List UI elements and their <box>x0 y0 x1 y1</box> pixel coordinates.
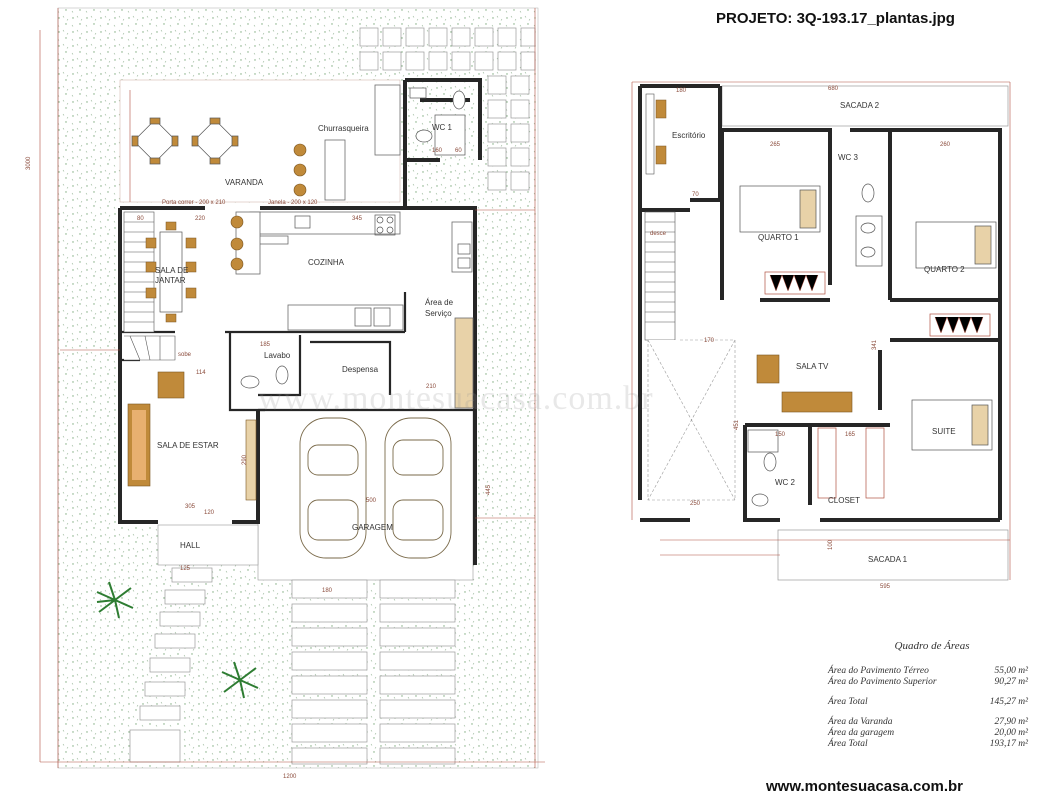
label-despensa: Despensa <box>342 365 379 374</box>
label-wc1: WC 1 <box>432 123 453 132</box>
project-title: PROJETO: 3Q-193.17_plantas.jpg <box>716 10 955 27</box>
varanda-tables <box>131 117 239 165</box>
dim-3000: 3000 <box>26 156 32 170</box>
dim-451: 451 <box>734 419 740 430</box>
dim-120: 120 <box>204 510 215 516</box>
dim-445: 445 <box>486 484 492 495</box>
label-closet: CLOSET <box>828 496 860 505</box>
area-value: 145,27 m² <box>989 697 1028 707</box>
label-area-servico-1: Área de <box>425 298 454 307</box>
area-value: 90,27 m² <box>994 677 1028 687</box>
areas-row: Área Total 193,17 m² <box>828 739 1028 750</box>
upper-stairs <box>644 211 736 501</box>
dim-100: 100 <box>828 539 834 550</box>
areas-table-title: Quadro de Áreas <box>894 640 970 652</box>
upper-floor-plan: SACADA 2 Escritório WC 3 QUARTO 1 QUARTO… <box>631 81 1011 590</box>
dim-170: 170 <box>704 338 715 344</box>
label-sala-tv: SALA TV <box>796 362 829 371</box>
label-wc2: WC 2 <box>775 478 796 487</box>
footer-site-url[interactable]: www.montesuacasa.com.br <box>766 778 964 795</box>
upper-walls <box>638 84 1002 522</box>
label-varanda: VARANDA <box>225 178 264 187</box>
dim-70: 70 <box>692 192 699 198</box>
areas-table: Quadro de Áreas Área do Pavimento Térreo… <box>828 640 1028 750</box>
areas-row: Área da Varanda 27,90 m² <box>828 717 1028 728</box>
area-label: Área Total <box>828 739 868 749</box>
label-hall: HALL <box>180 541 201 550</box>
dim-180-upper: 180 <box>676 88 687 94</box>
label-cozinha: COZINHA <box>308 258 345 267</box>
pavers-top <box>359 27 536 191</box>
dim-500: 500 <box>366 498 377 504</box>
dim-80: 80 <box>137 216 144 222</box>
area-label: Área do Pavimento Térreo <box>828 666 929 676</box>
watermark: www.montesuacasa.com.br <box>258 380 654 417</box>
ground-stairs <box>123 211 176 361</box>
areas-row: Área Total 145,27 m² <box>828 697 1028 708</box>
area-label: Área do Pavimento Superior <box>828 677 937 687</box>
label-area-servico-2: Serviço <box>425 309 452 318</box>
area-value: 55,00 m² <box>994 666 1028 676</box>
area-value: 20,00 m² <box>994 728 1028 738</box>
dim-595: 595 <box>880 584 891 590</box>
beds <box>739 185 997 451</box>
label-churrasqueira: Churrasqueira <box>318 124 369 133</box>
garage-cars <box>299 417 452 559</box>
label-quarto2: QUARTO 2 <box>924 265 965 274</box>
label-desce: desce <box>650 231 667 237</box>
label-garagem: GARAGEM <box>352 523 393 532</box>
dim-290: 290 <box>242 454 248 465</box>
areas-row: Área do Pavimento Térreo 55,00 m² <box>828 666 1028 677</box>
dim-680: 680 <box>828 86 839 92</box>
ground-walls <box>118 78 482 565</box>
dim-305: 305 <box>185 504 196 510</box>
dim-260: 260 <box>940 142 951 148</box>
label-lavabo: Lavabo <box>264 351 291 360</box>
label-wc3: WC 3 <box>838 153 859 162</box>
area-value: 27,90 m² <box>994 717 1028 727</box>
label-sobe: sobe <box>178 352 192 358</box>
dim-114: 114 <box>196 370 206 376</box>
areas-row: Área do Pavimento Superior 90,27 m² <box>828 677 1028 688</box>
areas-row: Área da garagem 20,00 m² <box>828 728 1028 739</box>
dim-60: 60 <box>455 148 462 154</box>
label-quarto1: QUARTO 1 <box>758 233 799 242</box>
dim-341: 341 <box>872 339 878 350</box>
front-pavers <box>129 567 456 765</box>
area-label: Área da garagem <box>828 728 895 738</box>
dim-220: 220 <box>195 216 206 222</box>
label-escritorio: Escritório <box>672 131 706 140</box>
dim-160: 160 <box>432 148 443 154</box>
label-suite: SUITE <box>932 427 956 436</box>
label-sacada2: SACADA 2 <box>840 101 880 110</box>
dim-185: 185 <box>260 342 271 348</box>
area-value: 193,17 m² <box>989 739 1028 749</box>
ground-floor-plan: Churrasqueira WC 1 VARANDA SALA DE JANTA… <box>26 7 545 780</box>
dim-125: 125 <box>180 566 191 572</box>
label-janela: Janela - 200 x 120 <box>268 200 318 206</box>
dim-180: 180 <box>322 588 333 594</box>
dim-1200: 1200 <box>283 774 297 780</box>
area-label: Área da Varanda <box>828 717 893 727</box>
dim-345: 345 <box>352 216 363 222</box>
dim-165: 165 <box>845 432 856 438</box>
label-sala-estar: SALA DE ESTAR <box>157 441 219 450</box>
dim-210: 210 <box>426 384 437 390</box>
palm-trees <box>96 581 259 699</box>
area-label: Área Total <box>828 697 868 707</box>
dim-250: 250 <box>690 501 701 507</box>
label-sala-jantar-2: JANTAR <box>155 276 186 285</box>
dim-150: 150 <box>775 432 786 438</box>
label-sala-jantar-1: SALA DE <box>155 266 188 275</box>
dining-table <box>145 221 197 323</box>
label-porta-correr: Porta correr - 200 x 210 <box>162 200 226 206</box>
label-sacada1: SACADA 1 <box>868 555 908 564</box>
dim-265: 265 <box>770 142 781 148</box>
